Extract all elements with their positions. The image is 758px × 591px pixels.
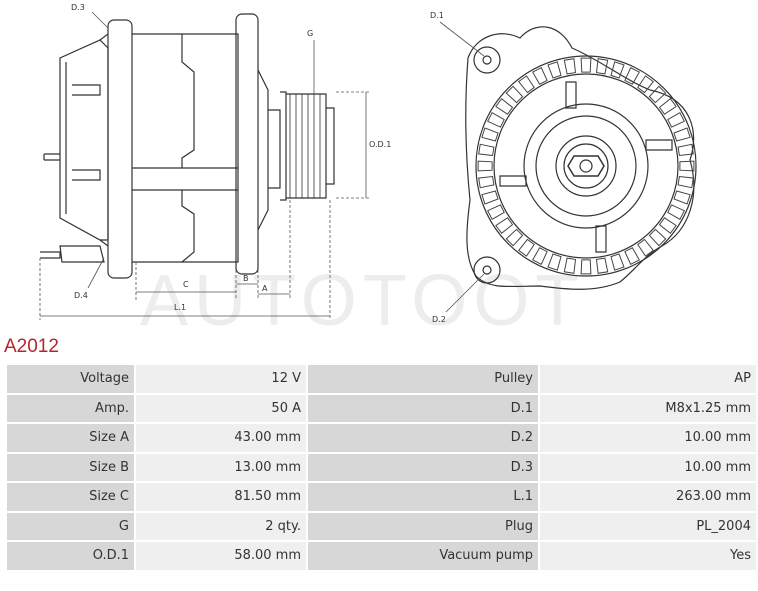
table-row: Voltage 12 V Pulley AP	[7, 365, 756, 393]
label-od1: O.D.1	[369, 140, 391, 149]
spec-value: 43.00 mm	[136, 424, 306, 452]
spec-value: PL_2004	[540, 512, 756, 540]
table-row: Size A 43.00 mm D.2 10.00 mm	[7, 424, 756, 452]
spec-value: M8x1.25 mm	[540, 394, 756, 422]
spec-value: 263.00 mm	[540, 483, 756, 511]
front-view	[465, 26, 697, 290]
side-view	[40, 13, 335, 279]
spec-label: O.D.1	[7, 542, 134, 570]
spec-label: Amp.	[7, 394, 134, 422]
spec-label: Plug	[308, 512, 538, 540]
label-d2: D.2	[432, 315, 446, 324]
label-l1: L.1	[174, 303, 186, 312]
spec-label: Voltage	[7, 365, 134, 393]
spec-label: Pulley	[308, 365, 538, 393]
spec-label: Vacuum pump	[308, 542, 538, 570]
spec-value: Yes	[540, 542, 756, 570]
table-row: Amp. 50 A D.1 M8x1.25 mm	[7, 394, 756, 422]
alternator-technical-drawing: AUTOTOOT	[39, 3, 697, 335]
spec-value: 2 qty.	[136, 512, 306, 540]
label-b: B	[243, 274, 249, 283]
spec-value: 12 V	[136, 365, 306, 393]
table-row: O.D.1 58.00 mm Vacuum pump Yes	[7, 542, 756, 570]
spec-value: 10.00 mm	[540, 453, 756, 481]
label-d4: D.4	[74, 291, 88, 300]
table-row: Size B 13.00 mm D.3 10.00 mm	[7, 453, 756, 481]
part-number-title: A2012	[4, 336, 59, 357]
label-c: C	[183, 280, 189, 289]
spec-value: AP	[540, 365, 756, 393]
label-g: G	[307, 29, 313, 38]
fan-slots	[477, 57, 695, 275]
spec-label: G	[7, 512, 134, 540]
label-d1: D.1	[430, 11, 444, 20]
spec-label: D.2	[308, 424, 538, 452]
table-row: G 2 qty. Plug PL_2004	[7, 512, 756, 540]
spec-label: Size B	[7, 453, 134, 481]
label-a: A	[262, 284, 268, 293]
spec-value: 81.50 mm	[136, 483, 306, 511]
label-d3: D.3	[71, 3, 85, 12]
spec-label: L.1	[308, 483, 538, 511]
dimension-lines	[39, 11, 370, 320]
spec-value: 58.00 mm	[136, 542, 306, 570]
spec-value: 50 A	[136, 394, 306, 422]
spec-value: 13.00 mm	[136, 453, 306, 481]
spec-label: Size C	[7, 483, 134, 511]
spec-label: D.1	[308, 394, 538, 422]
spec-label: Size A	[7, 424, 134, 452]
table-row: Size C 81.50 mm L.1 263.00 mm	[7, 483, 756, 511]
watermark-text: AUTOTOOT	[140, 261, 585, 335]
specifications-table: Voltage 12 V Pulley AP Amp. 50 A D.1 M8x…	[5, 363, 758, 572]
spec-value: 10.00 mm	[540, 424, 756, 452]
spec-label: D.3	[308, 453, 538, 481]
